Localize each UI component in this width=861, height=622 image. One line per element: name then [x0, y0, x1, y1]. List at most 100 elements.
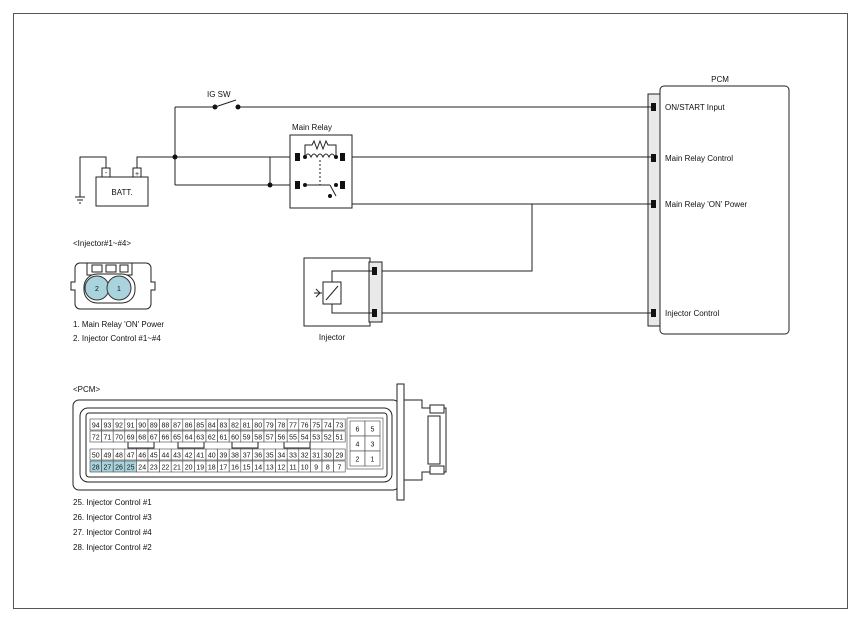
pcm-pin-number: 58	[254, 434, 262, 441]
pcm-pin-number: 76	[301, 422, 309, 429]
pcm-pin-terminal	[651, 200, 656, 208]
pcm-pin-number: 12	[278, 464, 286, 471]
pcm-pin-terminal	[651, 309, 656, 317]
pcm-pin-on-start-input: ON/START Input	[665, 103, 725, 112]
pcm-side-pin-number: 3	[371, 442, 375, 449]
pcm-pin-number: 38	[231, 452, 239, 459]
pcm-pin-number: 78	[278, 422, 286, 429]
ig-sw-label: IG SW	[207, 90, 231, 99]
pcm-pin-number: 74	[324, 422, 332, 429]
pcm-pin-number: 75	[312, 422, 320, 429]
pcm-pin-number: 20	[185, 464, 193, 471]
injector-legend-1: 1. Main Relay 'ON' Power	[73, 320, 164, 329]
pcm-pin-number: 64	[185, 434, 193, 441]
pcm-pin-number: 37	[243, 452, 251, 459]
injector-connector: <Injector#1~#4> 2 1 1. Main Relay 'ON' P…	[70, 239, 164, 343]
pcm-pin-number: 52	[324, 434, 332, 441]
pcm-pin-number: 41	[196, 452, 204, 459]
pcm-pin-number: 84	[208, 422, 216, 429]
pcm-pin-number: 27	[104, 464, 112, 471]
pcm-pin-cell	[333, 448, 346, 461]
ignition-switch: IG SW	[172, 90, 241, 160]
junction-dot	[172, 154, 178, 160]
pcm-pin-number: 26	[115, 464, 123, 471]
pcm-pin-number: 16	[231, 464, 239, 471]
pcm-pin-number: 71	[104, 434, 112, 441]
pcm-pin-cell	[333, 418, 346, 431]
pcm-pin-number: 89	[150, 422, 158, 429]
injector-connector-pin-1: 1	[117, 286, 121, 293]
pcm-pin-number: 48	[115, 452, 123, 459]
junction-dot	[267, 182, 273, 188]
pcm-pin-number: 56	[278, 434, 286, 441]
pcm-pin-number: 69	[127, 434, 135, 441]
pcm-pin-number: 62	[208, 434, 216, 441]
pcm-pin-number: 24	[138, 464, 146, 471]
pcm-pin-number: 42	[185, 452, 193, 459]
pcm-pin-number: 21	[173, 464, 181, 471]
pcm-pin-number: 9	[314, 464, 318, 471]
pcm-pin-number: 14	[254, 464, 262, 471]
pcm-legend-25: 25. Injector Control #1	[73, 498, 152, 507]
pcm-pin-terminal	[651, 103, 656, 111]
pcm-pin-main-relay-on-power: Main Relay 'ON' Power	[665, 200, 748, 209]
pcm-pin-number: 66	[162, 434, 170, 441]
pcm-pin-number: 54	[301, 434, 309, 441]
pcm-block: PCM ON/START Input Main Relay Control Ma…	[647, 75, 790, 335]
pcm-pin-number: 47	[127, 452, 135, 459]
pcm-pin-number: 10	[301, 464, 309, 471]
pcm-pin-cell	[333, 430, 346, 443]
pcm-pin-number: 49	[104, 452, 112, 459]
battery: BATT. - +	[75, 156, 149, 207]
pcm-pin-number: 57	[266, 434, 274, 441]
injector-connector-pin-2: 2	[95, 286, 99, 293]
injector-connector-title: <Injector#1~#4>	[73, 239, 131, 248]
pcm-pin-number: 83	[220, 422, 228, 429]
pcm-pin-number: 15	[243, 464, 251, 471]
battery-label: BATT.	[111, 188, 132, 197]
pcm-pin-number: 86	[185, 422, 193, 429]
pcm-pin-number: 34	[278, 452, 286, 459]
pcm-pin-number: 93	[104, 422, 112, 429]
battery-plus: +	[135, 171, 139, 178]
pcm-pin-injector-control: Injector Control	[665, 309, 719, 318]
pcm-pin-number: 91	[127, 422, 135, 429]
pcm-pin-number: 90	[138, 422, 146, 429]
pcm-pin-number: 45	[150, 452, 158, 459]
pcm-pin-number: 11	[289, 464, 296, 471]
pcm-pin-number: 50	[92, 452, 100, 459]
injector-label: Injector	[319, 333, 346, 342]
pcm-pin-number: 55	[289, 434, 297, 441]
pcm-side-pin-number: 6	[356, 427, 360, 434]
pcm-pin-number: 81	[243, 422, 251, 429]
pcm-connector-strip	[647, 93, 662, 327]
pcm-pin-cell	[333, 460, 346, 473]
pcm-pin-number: 13	[266, 464, 274, 471]
pcm-pin-number: 28	[92, 464, 100, 471]
pcm-connector-title: <PCM>	[73, 385, 100, 394]
pcm-side-pin-number: 2	[356, 457, 360, 464]
injector-legend-2: 2. Injector Control #1~#4	[73, 334, 161, 343]
pcm-pin-number: 7	[337, 464, 341, 471]
diagram-frame	[13, 13, 848, 609]
pcm-pin-number: 18	[208, 464, 216, 471]
pcm-legend-27: 27. Injector Control #4	[73, 528, 152, 537]
pcm-pin-number: 68	[138, 434, 146, 441]
pcm-pin-number: 23	[150, 464, 158, 471]
pcm-pin-number: 63	[196, 434, 204, 441]
pcm-pin-number: 82	[231, 422, 239, 429]
pcm-pin-number: 30	[324, 452, 332, 459]
pcm-pin-number: 17	[220, 464, 228, 471]
pcm-pin-number: 40	[208, 452, 216, 459]
pcm-pin-main-relay-control: Main Relay Control	[665, 154, 733, 163]
pcm-pin-number: 32	[301, 452, 309, 459]
main-relay-label: Main Relay	[292, 123, 332, 132]
pcm-pin-number: 60	[231, 434, 239, 441]
pcm-pin-number: 46	[138, 452, 146, 459]
pcm-legend-28: 28. Injector Control #2	[73, 543, 152, 552]
pcm-pin-number: 70	[115, 434, 123, 441]
pcm-pin-number: 59	[243, 434, 251, 441]
